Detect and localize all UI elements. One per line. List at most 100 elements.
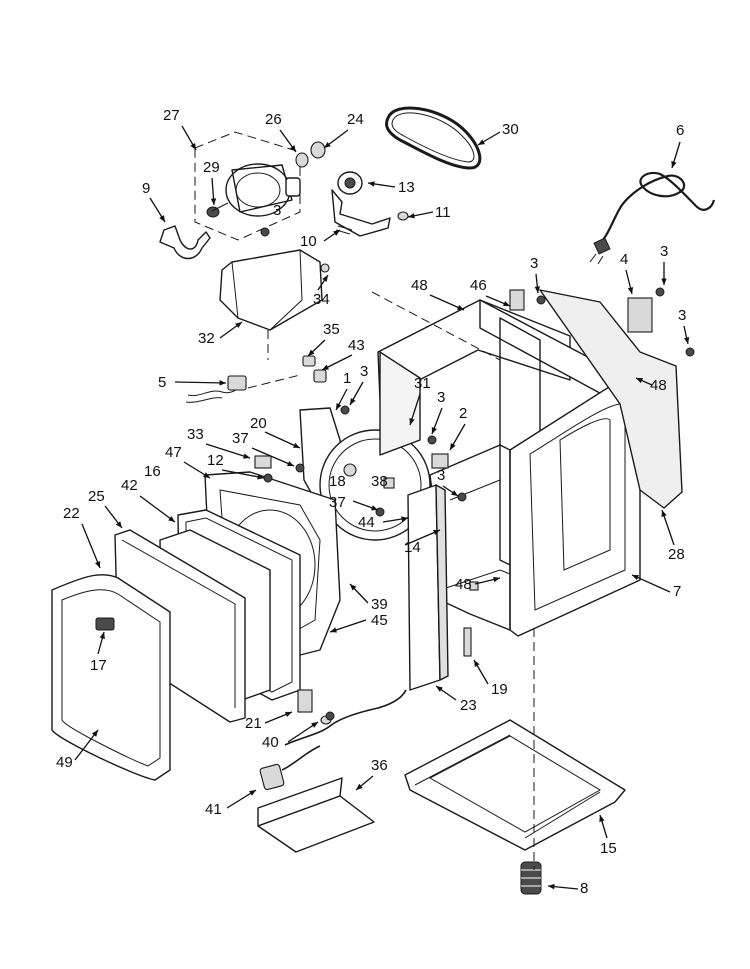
leader-arrowhead [99, 632, 105, 639]
callout-28: 28 [668, 546, 685, 563]
leader-arrowhead [336, 403, 342, 410]
leader-arrowhead [599, 815, 605, 822]
callout-10: 10 [300, 233, 317, 250]
drying-shelf [257, 777, 375, 853]
power-cord [589, 171, 716, 265]
leader-arrowhead [683, 337, 690, 344]
callout-34: 34 [313, 291, 330, 308]
leader-arrow [205, 443, 251, 459]
control-bracket [259, 745, 321, 791]
callout-40: 40 [262, 734, 279, 751]
callout-labels: 27 26 24 30 6 29 9 13 3 11 10 34 32 48 4… [56, 107, 686, 897]
leader-arrowhead [330, 627, 337, 633]
leader-arrowhead [190, 143, 196, 150]
leveling-leg [520, 861, 542, 895]
callout-19: 19 [491, 681, 508, 698]
callout-43: 43 [348, 337, 365, 354]
leader-arrowhead [368, 181, 375, 187]
callout-37-lower: 37 [329, 494, 346, 511]
callout-20: 20 [250, 415, 267, 432]
leader-arrowhead [322, 364, 329, 370]
leader-arrowhead [350, 584, 357, 591]
leader-arrowhead [159, 215, 165, 222]
callout-1: 1 [343, 370, 351, 387]
leader-arrowhead [534, 286, 541, 293]
leader-arrowhead [285, 711, 292, 717]
leader-arrowhead [168, 515, 175, 522]
callout-23: 23 [460, 697, 477, 714]
callout-21: 21 [245, 715, 262, 732]
callout-48-top: 48 [411, 277, 428, 294]
leader-arrowhead [210, 198, 217, 205]
leader-arrowhead [401, 516, 408, 522]
leader-arrowhead [293, 442, 300, 448]
leader-arrowhead [322, 275, 328, 282]
callout-3-right: 3 [678, 307, 686, 324]
callout-14: 14 [404, 539, 421, 556]
drive-belt [385, 106, 482, 170]
callout-2: 2 [459, 405, 467, 422]
callout-9: 9 [142, 180, 150, 197]
leader-arrowhead [235, 322, 242, 328]
callout-leaders [74, 125, 690, 890]
leader-arrowhead [474, 660, 480, 667]
leader-arrow [139, 495, 176, 523]
leader-arrowhead [661, 278, 667, 285]
leader-arrowhead [636, 378, 643, 384]
front-panel-frame [407, 484, 472, 691]
leader-arrowhead [249, 790, 256, 796]
leader-arrowhead [287, 460, 294, 466]
leader-arrowhead [478, 139, 485, 145]
leader-arrowhead [671, 161, 677, 168]
callout-48-lower: 48 [455, 576, 472, 593]
callout-13: 13 [398, 179, 415, 196]
callout-3-right-top: 3 [660, 243, 668, 260]
leader-arrowhead [457, 304, 464, 310]
leader-arrowhead [308, 349, 315, 356]
callout-41: 41 [205, 801, 222, 818]
motor-assembly [194, 131, 326, 241]
callout-37-upper: 37 [232, 430, 249, 447]
callout-32: 32 [198, 330, 215, 347]
leader-arrow [174, 381, 227, 384]
leader-arrowhead [203, 472, 210, 478]
outer-door-panel [51, 574, 171, 781]
callout-5: 5 [158, 374, 166, 391]
leader-arrowhead [548, 883, 555, 890]
leader-arrowhead [371, 505, 378, 511]
leader-arrow [81, 523, 101, 569]
callout-6: 6 [676, 122, 684, 139]
callout-27: 27 [163, 107, 180, 124]
callout-44: 44 [358, 514, 375, 531]
callout-24: 24 [347, 111, 364, 128]
callout-16: 16 [144, 463, 161, 480]
callout-17: 17 [90, 657, 107, 674]
rear-drum-support [299, 407, 431, 541]
callout-3-mid: 3 [360, 363, 368, 380]
leader-arrowhead [257, 474, 264, 480]
leader-arrowhead [409, 418, 415, 425]
leader-arrowhead [450, 443, 456, 450]
leader-arrowhead [333, 230, 340, 236]
callout-3-top: 3 [530, 255, 538, 272]
sensor-parts [302, 355, 327, 383]
leader-arrowhead [408, 213, 415, 219]
callout-45: 45 [371, 612, 388, 629]
callout-25: 25 [88, 488, 105, 505]
dryer-cabinet [377, 289, 683, 637]
screw-group [254, 287, 695, 721]
callout-36: 36 [371, 757, 388, 774]
leader-arrowhead [290, 145, 296, 152]
leader-arrowhead [356, 783, 363, 790]
alignment-lines [247, 291, 535, 870]
callout-33: 33 [187, 426, 204, 443]
leader-arrowhead [627, 287, 634, 294]
callout-49: 49 [56, 754, 73, 771]
callout-29: 29 [203, 159, 220, 176]
leader-arrowhead [324, 141, 331, 148]
callout-30: 30 [502, 121, 519, 138]
leader-arrowhead [115, 521, 122, 528]
leader-arrowhead [95, 561, 101, 568]
leader-arrowhead [350, 398, 356, 405]
